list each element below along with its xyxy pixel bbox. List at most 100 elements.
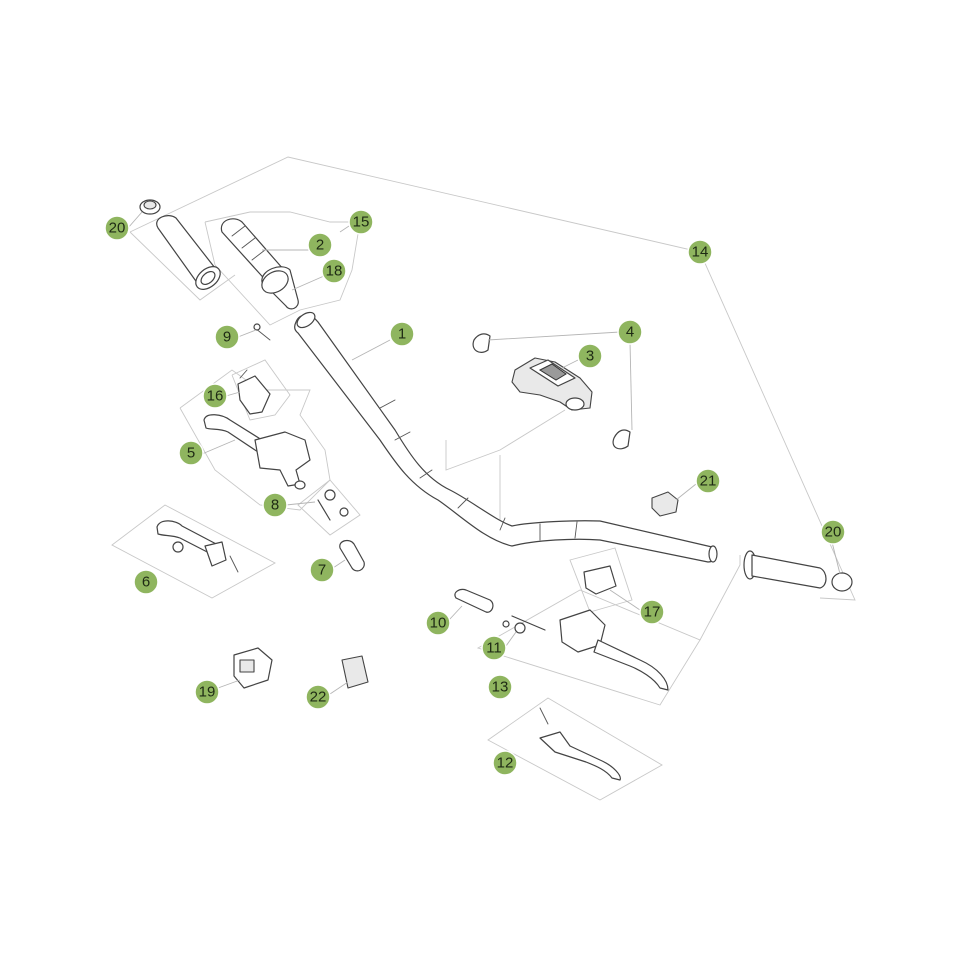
right-master-assembly — [559, 609, 669, 691]
callout-20-right-circle — [820, 519, 846, 545]
group-boxes — [111, 156, 856, 801]
piston-seal — [502, 620, 510, 628]
right-reservoir-body — [583, 565, 617, 595]
callout-18-circle — [321, 258, 347, 284]
group-box-14-left — [129, 231, 236, 301]
group-box-bar-link — [445, 409, 566, 471]
callout-2-circle — [307, 232, 333, 258]
piston-nut — [514, 622, 526, 634]
group-box-15 — [204, 211, 361, 326]
group-box-12 — [487, 697, 663, 801]
piston-rod — [511, 615, 546, 631]
right-lever-set-bolt — [539, 707, 549, 725]
bar-clamp-bore — [565, 397, 585, 411]
callout-17-label: 17 — [644, 604, 661, 621]
pin-part — [253, 323, 271, 341]
callout-8: 8 — [262, 492, 288, 518]
group-box-8 — [297, 479, 361, 536]
callout-15: 15 — [348, 209, 374, 235]
pad-part — [341, 655, 369, 689]
left-master-body — [254, 431, 311, 487]
right-reservoir — [583, 565, 617, 595]
right-grip — [743, 550, 827, 589]
leader-10 — [448, 605, 463, 621]
bar-clamp-logo — [538, 363, 567, 381]
leader-17 — [609, 589, 641, 611]
leader-lines — [127, 211, 841, 695]
callout-10-circle — [425, 610, 451, 636]
callout-5-circle — [178, 440, 204, 466]
bar-end-cap-right-body — [831, 572, 853, 592]
callout-19-label: 19 — [199, 684, 216, 701]
callout-21: 21 — [695, 468, 721, 494]
callout-4: 4 — [617, 319, 643, 345]
callout-9-circle — [214, 324, 240, 350]
callout-21-circle — [695, 468, 721, 494]
callout-12-label: 12 — [497, 755, 514, 772]
leader-16 — [225, 391, 241, 397]
left-reservoir — [237, 369, 271, 415]
callout-12: 12 — [492, 750, 518, 776]
callout-3-circle — [577, 343, 603, 369]
callout-3: 3 — [577, 343, 603, 369]
callout-4-label: 4 — [626, 324, 634, 341]
throttle-rib-3 — [251, 249, 266, 261]
left-reservoir-cap — [239, 369, 248, 379]
left-lever-set-spring — [172, 541, 184, 553]
callout-1-circle — [389, 321, 415, 347]
callout-8-circle — [262, 492, 288, 518]
group-box-16 — [231, 359, 291, 421]
left-reservoir-body — [237, 375, 271, 415]
callout-14-label: 14 — [692, 244, 709, 261]
callout-19-circle — [194, 679, 220, 705]
parts — [139, 199, 853, 781]
clip-lower — [612, 429, 631, 450]
handlebar-end-right — [708, 545, 718, 563]
left-grip-flange-inner — [200, 270, 216, 286]
callout-6-circle — [133, 569, 159, 595]
left-lever — [203, 414, 263, 453]
callout-16-label: 16 — [207, 388, 224, 405]
leader-1 — [351, 339, 391, 361]
pad-body — [341, 655, 369, 689]
left-adjuster-body — [339, 539, 365, 572]
callout-9-label: 9 — [223, 329, 231, 346]
callout-11-label: 11 — [486, 640, 502, 657]
leader-18 — [291, 275, 325, 291]
right-lever-set — [539, 707, 621, 781]
callout-15-label: 15 — [353, 214, 370, 231]
left-grip — [156, 215, 221, 290]
leader-15 — [339, 225, 350, 233]
leader-22 — [329, 681, 349, 695]
leader-21 — [675, 483, 697, 501]
right-adjuster-body — [454, 588, 494, 613]
callout-14-circle — [687, 239, 713, 265]
callout-8-label: 8 — [271, 497, 279, 514]
leader-11 — [505, 631, 517, 647]
leader-20a — [127, 211, 143, 229]
callout-5-label: 5 — [187, 445, 195, 462]
callout-21-label: 21 — [700, 473, 717, 490]
callout-22-label: 22 — [310, 689, 327, 706]
throttle-tube — [261, 266, 299, 310]
callout-2-label: 2 — [316, 237, 324, 254]
push-rod — [317, 499, 331, 521]
callout-6: 6 — [133, 569, 159, 595]
throttle-rib-2 — [241, 237, 256, 249]
handlebar — [294, 311, 718, 563]
leader-5 — [201, 439, 236, 455]
clip-upper — [472, 333, 491, 353]
callout-1: 1 — [389, 321, 415, 347]
callout-22-circle — [305, 684, 331, 710]
switch-housing-button — [239, 659, 255, 673]
callout-10-label: 10 — [430, 615, 447, 632]
callout-20-right-label: 20 — [825, 524, 842, 541]
callout-4-circle — [617, 319, 643, 345]
handlebar-mark-2 — [394, 431, 411, 441]
callout-13-label: 13 — [492, 679, 509, 696]
callout-9: 9 — [214, 324, 240, 350]
leader-8 — [285, 501, 316, 506]
handlebar-mark-3 — [419, 469, 433, 479]
bar-end-cap-left — [139, 199, 161, 215]
